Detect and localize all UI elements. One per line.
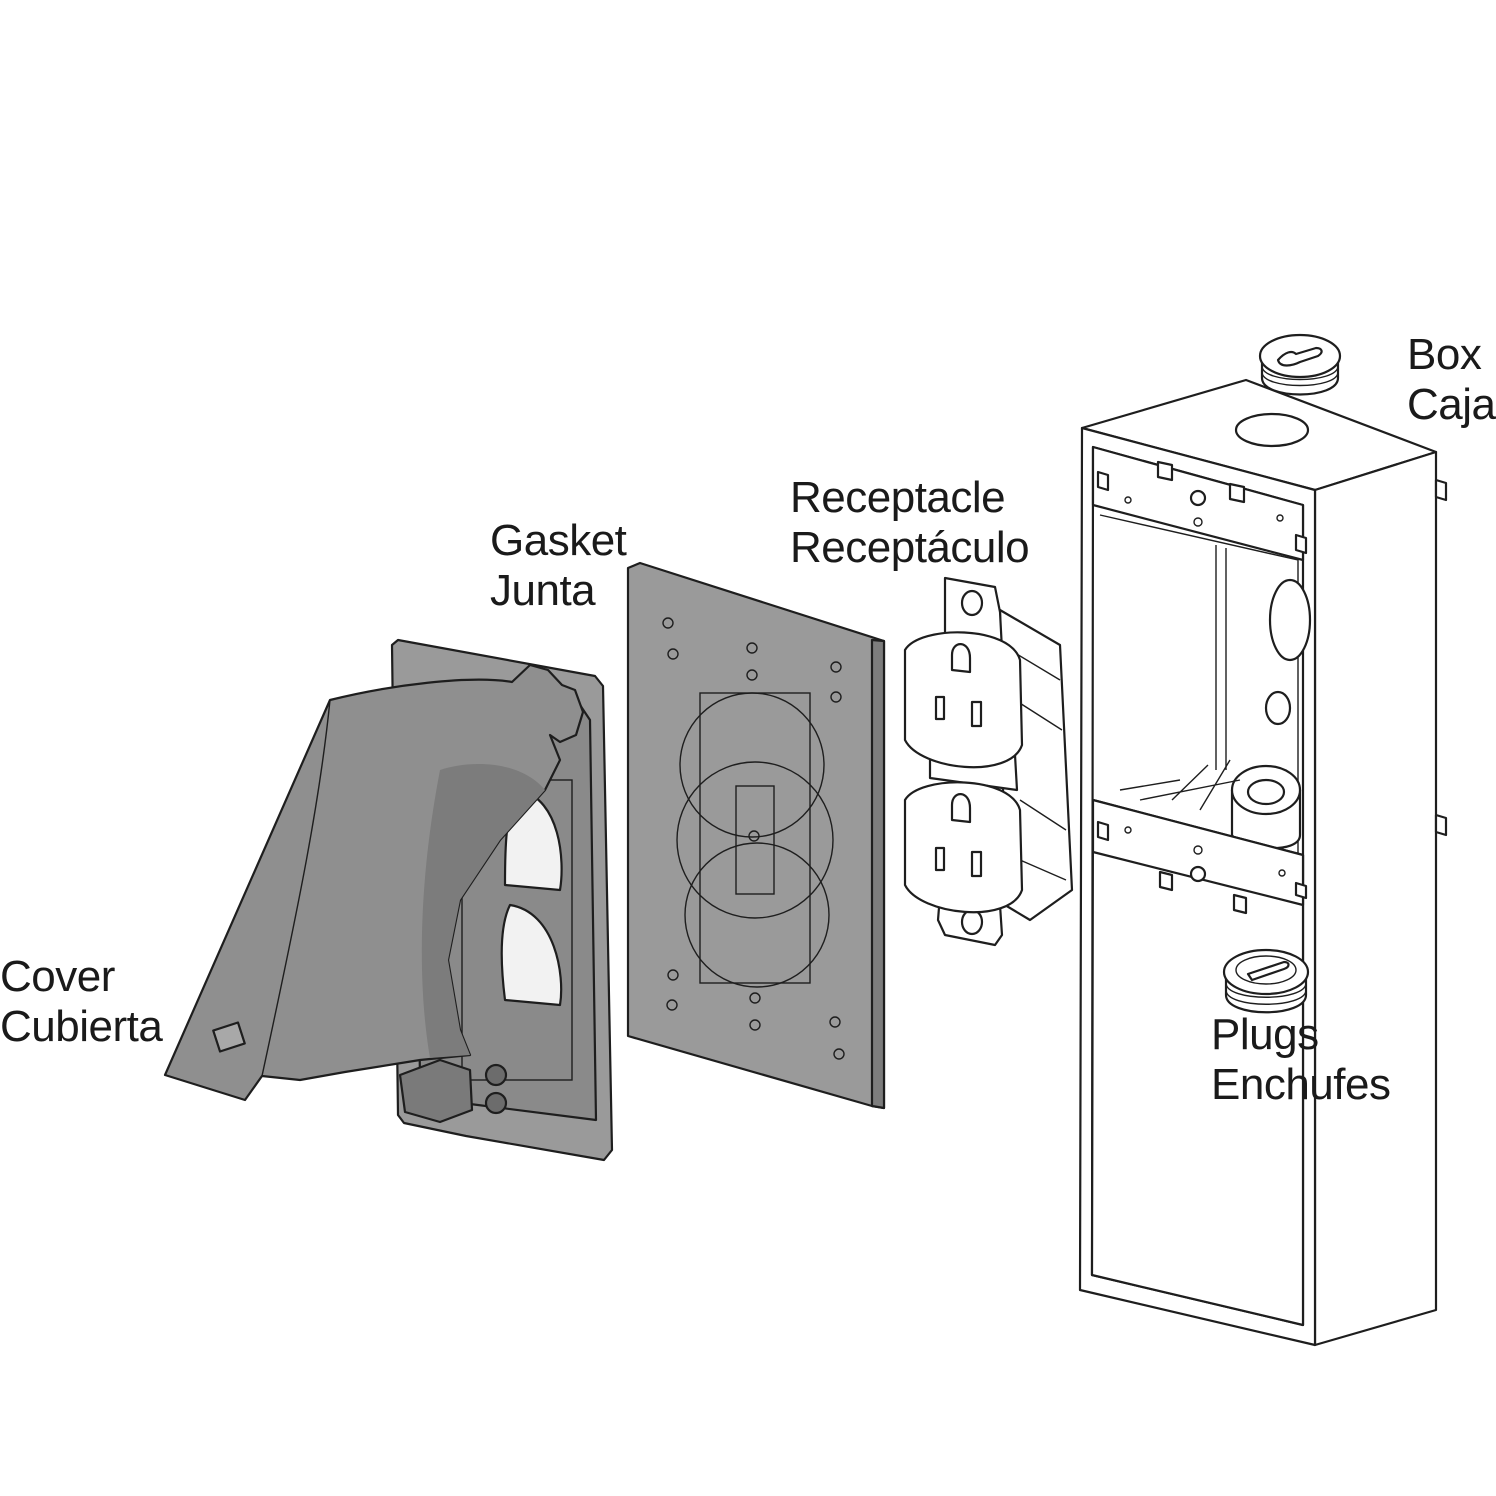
box-top-ledge-tab-4 <box>1294 533 1308 555</box>
label-plugs-en: Plugs <box>1211 1010 1319 1059</box>
box-inner-back <box>1099 514 1299 865</box>
label-gasket-en: Gasket <box>490 516 627 565</box>
cover-screw-1 <box>484 1063 508 1087</box>
box-bottom-ledge-tab-3 <box>1096 820 1110 842</box>
box-inner-hole-small <box>1264 690 1292 726</box>
gasket-hole <box>666 999 678 1011</box>
box-top-ledge-tab-1 <box>1156 460 1174 482</box>
gasket-part <box>626 561 886 1110</box>
box-right-tab-bottom <box>1434 813 1448 837</box>
plug-top-threads <box>1261 365 1339 387</box>
gasket-hole <box>749 1019 761 1031</box>
gasket-hole <box>833 1048 845 1060</box>
gasket-hole <box>746 669 758 681</box>
gasket-hole <box>746 642 758 654</box>
receptacle-bottom-screw-hole <box>960 908 984 936</box>
gasket-outline-circle-top <box>679 692 825 838</box>
label-gasket-es: Junta <box>490 566 596 615</box>
box-top-ledge-hole-small <box>1193 517 1203 527</box>
gasket-outline-circle-middle <box>676 761 834 919</box>
plug-bottom-cap-inner <box>1235 955 1297 985</box>
box-top-ledge-tab-3 <box>1096 470 1110 492</box>
plug-top <box>1258 333 1342 396</box>
box-bottom-ledge-tab-1 <box>1158 870 1174 892</box>
gasket-hole <box>667 969 679 981</box>
plug-bottom-threads <box>1225 982 1307 1005</box>
box-bottom-ledge-hole-main <box>1189 865 1207 883</box>
receptacle-slot-bottom-right <box>970 850 983 878</box>
label-cover: Cover Cubierta <box>0 952 163 1052</box>
label-plugs-es: Enchufes <box>1211 1060 1391 1109</box>
box-right-tab-top <box>1434 478 1448 502</box>
box-inner-bottom-lines <box>1119 759 1241 811</box>
box-top-hub-hole <box>1234 412 1310 448</box>
gasket-center-slot <box>735 785 775 895</box>
receptacle-slot-top-right <box>970 700 983 728</box>
gasket-center-hole <box>748 830 760 842</box>
label-receptacle: Receptacle Receptáculo <box>790 473 1030 573</box>
box-part <box>1078 378 1448 1347</box>
gasket-hole <box>829 1016 841 1028</box>
label-box-es: Caja <box>1407 380 1496 429</box>
cover-lid-edge <box>261 699 331 1077</box>
box-bottom-ledge-hole-left <box>1124 826 1132 834</box>
label-box-en: Box <box>1407 330 1482 379</box>
receptacle-slot-top-left <box>934 695 946 721</box>
box-bottom-ledge-tab-2 <box>1232 893 1248 915</box>
box-inner-hub-upper <box>1268 578 1312 662</box>
box-top-ledge-hole-right <box>1276 514 1284 522</box>
receptacle-face-top <box>903 631 1024 769</box>
label-receptacle-en: Receptacle <box>790 473 1006 522</box>
gasket-hole <box>667 648 679 660</box>
plug-bottom <box>1222 948 1310 1014</box>
gasket-edge <box>870 638 886 1110</box>
receptacle-ground-slot-top <box>950 643 972 674</box>
cover-outlet-opening-bottom <box>500 903 563 1007</box>
label-gasket: Gasket Junta <box>490 516 627 616</box>
box-bottom-ledge-hole-right <box>1278 869 1286 877</box>
receptacle-ground-slot-bottom <box>950 793 972 824</box>
label-receptacle-es: Receptáculo <box>790 523 1030 572</box>
cover-part <box>163 638 614 1162</box>
box-top-ledge-hole-left <box>1124 496 1132 504</box>
gasket-hole <box>830 661 842 673</box>
receptacle-top-screw-hole <box>960 589 984 617</box>
receptacle-part <box>903 576 1074 947</box>
gasket-hole <box>662 617 674 629</box>
box-bottom-ledge-tab-4 <box>1294 881 1308 900</box>
gasket-outline-circle-bottom <box>684 842 830 988</box>
label-box: Box Caja <box>1407 330 1496 430</box>
gasket-hole <box>749 992 761 1004</box>
label-plugs: Plugs Enchufes <box>1211 1010 1391 1110</box>
box-right-face <box>1313 450 1438 1347</box>
receptacle-side-lines <box>1009 649 1067 881</box>
box-bottom-ledge-face <box>1091 798 1305 907</box>
gasket-mount-holes <box>662 617 845 1060</box>
box-floor-hub-inner <box>1246 778 1286 806</box>
cover-latch <box>212 1021 246 1053</box>
cover-hinge <box>398 1058 474 1124</box>
receptacle-face-bottom <box>903 781 1024 914</box>
gasket-hole <box>830 691 842 703</box>
label-cover-en: Cover <box>0 952 115 1001</box>
box-top-ledge-tab-2 <box>1228 482 1246 504</box>
receptacle-slot-bottom-left <box>934 846 946 872</box>
plug-bottom-slot <box>1246 960 1290 982</box>
label-cover-es: Cubierta <box>0 1002 163 1051</box>
box-bottom-ledge-hole-small <box>1193 845 1203 855</box>
plug-top-slot <box>1276 346 1323 367</box>
cover-lid-shading <box>421 764 545 1058</box>
box-top-ledge-hole-main <box>1189 489 1207 507</box>
cover-screw-2 <box>484 1091 508 1115</box>
